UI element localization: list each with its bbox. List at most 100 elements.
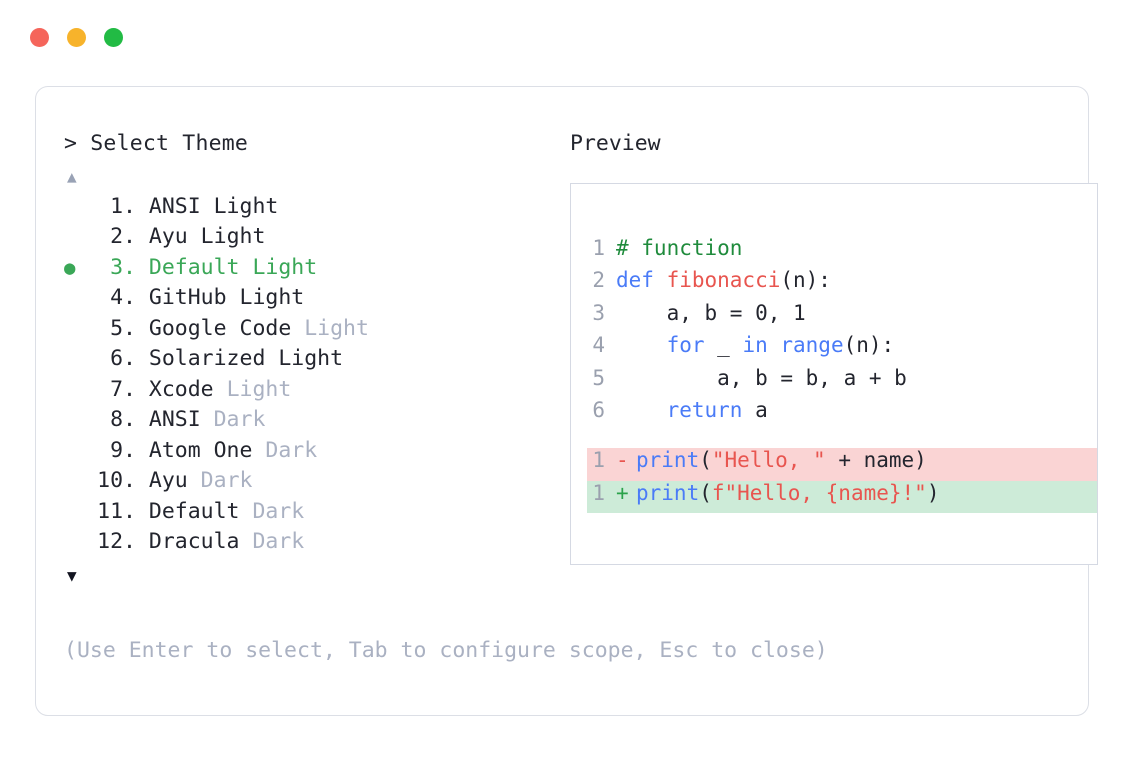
- theme-list-item[interactable]: 5. Google Code Light: [64, 316, 534, 347]
- theme-item-variant: Light: [291, 315, 369, 341]
- maximize-window-button[interactable]: [104, 28, 123, 47]
- code-token: print: [636, 480, 700, 505]
- diff-lines: 1- print("Hello, " + name)1+ print(f"Hel…: [587, 448, 1097, 514]
- code-line: 6 return a: [587, 398, 1097, 431]
- theme-list-item[interactable]: 10.Ayu Dark: [64, 468, 534, 499]
- line-number: 1: [592, 235, 605, 260]
- code-token: def: [616, 268, 667, 293]
- scroll-up-icon[interactable]: ▲: [67, 166, 77, 186]
- code-token: f"Hello, {name}!": [711, 480, 927, 505]
- theme-item-variant: Light: [213, 376, 292, 402]
- diff-removed-line: 1- print("Hello, " + name): [587, 448, 1097, 481]
- diff-spacer: [627, 481, 636, 505]
- window-titlebar: [30, 28, 123, 47]
- theme-item-number: 11.: [97, 498, 136, 524]
- diff-plus-icon: +: [616, 480, 629, 505]
- theme-item-variant: Light: [187, 224, 266, 249]
- code-token: return: [666, 398, 743, 423]
- theme-list-item[interactable]: 8.ANSI Dark: [64, 407, 534, 438]
- theme-item-name: Google Code: [148, 315, 292, 341]
- code-line: 4 for _ in range(n):: [587, 333, 1097, 366]
- theme-list-item[interactable]: 4.GitHub Light: [64, 285, 534, 316]
- line-number: 1: [592, 448, 605, 473]
- code-token: _: [704, 333, 743, 358]
- diff-line-text: print(f"Hello, {name}!"): [636, 481, 939, 505]
- code-token: print: [636, 448, 700, 473]
- theme-item-name: GitHub: [148, 285, 227, 310]
- code-line-text: return a: [616, 398, 768, 422]
- theme-list-item[interactable]: 2. Ayu Light: [64, 224, 534, 255]
- code-line-text: a, b = b, a + b: [616, 366, 907, 390]
- code-line: 3 a, b = 0, 1: [587, 301, 1097, 334]
- theme-item-variant: Dark: [252, 437, 318, 463]
- code-token: + name): [825, 448, 927, 473]
- theme-item-name: ANSI: [148, 407, 201, 432]
- code-token: for: [666, 333, 705, 358]
- theme-item-number: 4.: [97, 285, 136, 310]
- diff-added-line: 1 + print(f"Hello, {name}!"): [587, 480, 1097, 514]
- code-preview-panel: 1 # function 2 def fibonacci(n): 3 a, b = 0,…: [570, 182, 1098, 565]
- code-token: in range: [742, 333, 844, 358]
- theme-item-variant: Light: [200, 193, 279, 219]
- theme-list-item[interactable]: ● 3. Default Light: [64, 255, 534, 286]
- theme-item-name: Default: [148, 254, 240, 280]
- theme-picker-card: > Select Theme ▲ 1. ANSI Light 2. Ayu Ligh…: [35, 86, 1098, 716]
- theme-item-number: 6.: [97, 346, 136, 371]
- theme-item-variant: Light: [239, 254, 318, 280]
- code-token: "Hello, ": [711, 448, 826, 473]
- theme-item-number: 12.: [97, 529, 136, 554]
- code-token: (: [699, 480, 712, 505]
- line-number: 3: [592, 300, 605, 325]
- line-number: 1: [592, 480, 605, 505]
- code-line-text: def fibonacci(n):: [616, 268, 831, 292]
- theme-list: 1. ANSI Light 2. Ayu Light ● 3. Default Ligh…: [64, 194, 534, 560]
- line-number: 2: [592, 268, 605, 293]
- minimize-window-button[interactable]: [67, 28, 86, 47]
- code-preview-body: 1 # function 2 def fibonacci(n): 3 a, b = 0,…: [587, 236, 1097, 514]
- theme-item-variant: Dark: [239, 498, 305, 524]
- theme-item-name: Default: [148, 498, 240, 524]
- picker-columns: > Select Theme ▲ 1. ANSI Light 2. Ayu Ligh…: [36, 87, 1098, 587]
- theme-item-number: 5.: [97, 315, 136, 341]
- theme-item-number: 1.: [97, 193, 136, 219]
- theme-item-number: 2.: [97, 224, 136, 249]
- theme-list-item[interactable]: 7.Xcode Light: [64, 377, 534, 408]
- theme-item-name: Ayu: [148, 224, 188, 249]
- code-token: a, b = b, a + b: [616, 365, 907, 390]
- code-token: (n):: [843, 333, 895, 358]
- theme-list-item[interactable]: 11. Default Dark: [64, 499, 534, 530]
- line-number: 4: [592, 333, 605, 358]
- theme-item-name: Dracula: [148, 529, 240, 554]
- theme-list-item[interactable]: 9.Atom One Dark: [64, 438, 534, 469]
- theme-item-variant: Light: [265, 346, 344, 371]
- page-title: > Select Theme: [64, 131, 249, 156]
- code-line-text: for _ in range(n):: [616, 333, 895, 358]
- code-line: 2 def fibonacci(n):: [587, 268, 1097, 301]
- diff-minus-icon: -: [616, 448, 629, 473]
- theme-item-name: Atom One: [148, 437, 253, 463]
- code-line: 5 a, b = b, a + b: [587, 366, 1097, 399]
- code-token: a: [742, 398, 768, 423]
- line-number: 6: [592, 398, 605, 423]
- theme-item-variant: Dark: [239, 529, 305, 554]
- theme-item-number: 8.: [97, 407, 136, 432]
- code-token: (n):: [780, 268, 831, 293]
- theme-list-item[interactable]: 6.Solarized Light: [64, 346, 534, 377]
- scroll-down-icon[interactable]: ▼: [67, 565, 77, 585]
- selected-bullet-icon: ●: [64, 256, 76, 279]
- theme-list-item[interactable]: 1. ANSI Light: [64, 194, 534, 225]
- theme-item-name: ANSI: [148, 193, 201, 219]
- code-token: ): [926, 480, 940, 505]
- theme-item-number: 3.: [97, 254, 136, 280]
- keyboard-hint: (Use Enter to select, Tab to configure s…: [64, 638, 828, 663]
- theme-list-item[interactable]: 12. Dracula Dark: [64, 529, 534, 560]
- code-lines: 1 # function 2 def fibonacci(n): 3 a, b = 0,…: [587, 236, 1097, 432]
- theme-item-name: Xcode: [148, 376, 214, 402]
- code-token: (: [699, 448, 712, 473]
- line-number: 5: [592, 365, 605, 390]
- theme-item-name: Ayu: [148, 468, 188, 493]
- code-token: # function: [616, 235, 743, 260]
- theme-item-number: 10.: [97, 468, 136, 493]
- close-window-button[interactable]: [30, 28, 49, 47]
- code-line: 1 # function: [587, 236, 1097, 269]
